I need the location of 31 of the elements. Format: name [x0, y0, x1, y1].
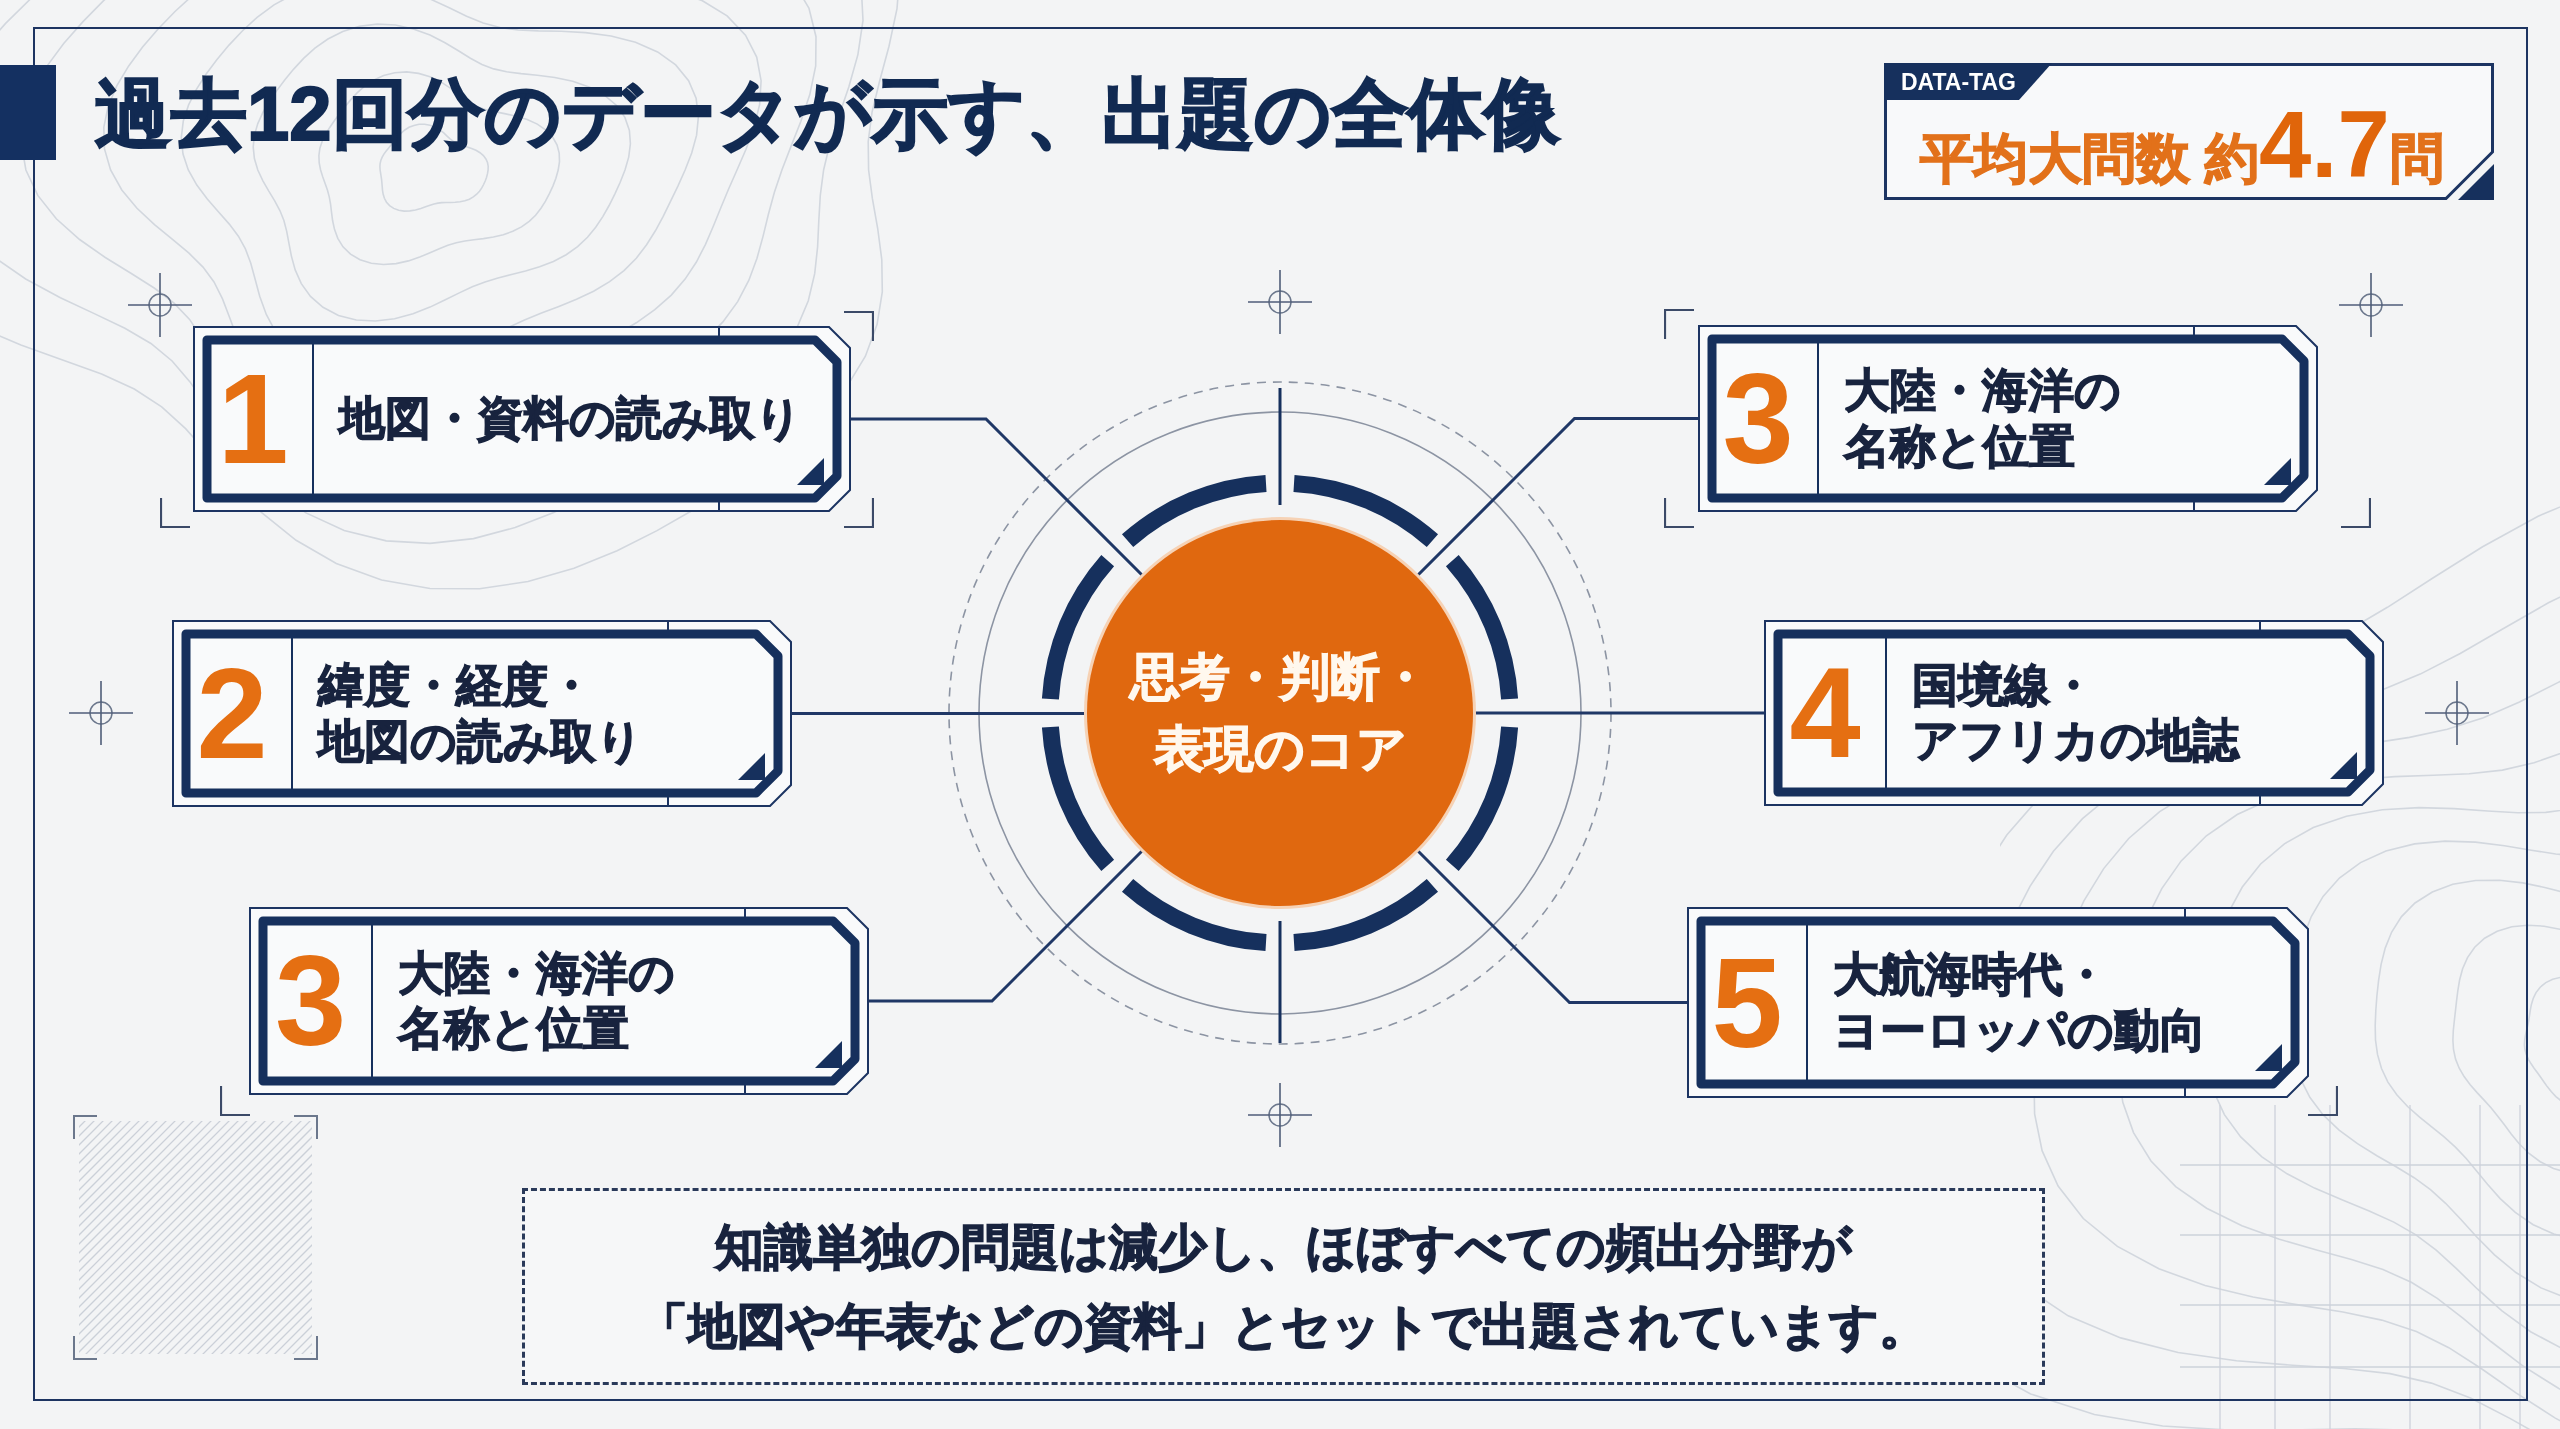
stat-text: 平均大問数 約4.7問: [1920, 98, 2444, 192]
topic-label: 緯度・経度・地図の読み取り: [318, 658, 644, 769]
topic-number: 5: [1711, 938, 1783, 1067]
topic-label: 大陸・海洋の名称と位置: [398, 945, 676, 1056]
topic-card: [1764, 620, 2384, 806]
core-label: 思考・判断・表現のコア: [1127, 647, 1431, 779]
topic-label: 大航海時代・ヨーロッパの動向: [1833, 947, 2207, 1058]
topic-label: 地図・資料の読み取り: [339, 391, 802, 447]
topic-number: 1: [217, 355, 289, 483]
topic-card: [1698, 325, 2318, 512]
topic-label: 国境線・アフリカの地誌: [1912, 657, 2241, 768]
topic-card: [172, 620, 792, 807]
summary-note: [522, 1188, 2045, 1385]
data-tag-panel: [1884, 63, 2494, 200]
topic-card: [249, 907, 869, 1095]
topic-number: 4: [1789, 649, 1861, 777]
summary-text: 知識単独の問題は減少し、ほぼすべての頻出分野が「地図や年表などの資料」とセットで出題されています。: [638, 1219, 1929, 1355]
connector-line: [1473, 711, 1764, 715]
topic-number: 3: [1722, 354, 1794, 483]
topic-number: 3: [274, 937, 347, 1065]
topic-number: 2: [196, 649, 268, 778]
page-title: 過去12回分のデータが示す、出題の全体像: [95, 70, 1560, 158]
connector-line: [1415, 417, 1698, 578]
connector-line: [1415, 848, 1687, 1004]
connector-line: [869, 848, 1145, 1003]
topic-card: [1687, 907, 2309, 1098]
connector-line: [792, 712, 1087, 715]
tag-label: DATA-TAG: [1901, 68, 2016, 96]
connector-line: [851, 417, 1145, 578]
topic-card: [193, 326, 851, 512]
topic-label: 大陸・海洋の名称と位置: [1844, 363, 2122, 474]
